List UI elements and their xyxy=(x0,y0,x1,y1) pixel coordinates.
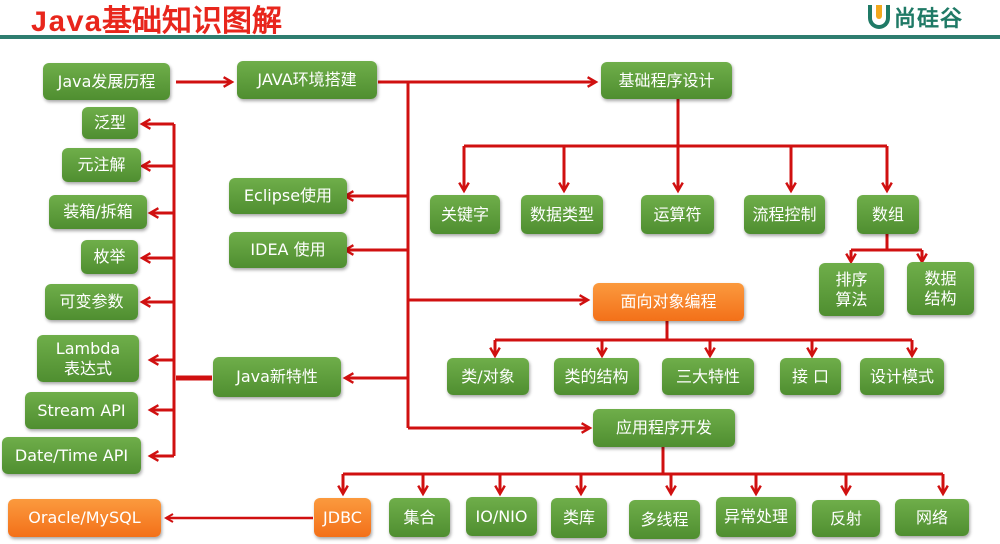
node-class-object[interactable]: 类/对象 xyxy=(447,358,529,395)
node-app-development[interactable]: 应用程序开发 xyxy=(593,409,735,447)
node-feature-enum[interactable]: 枚举 xyxy=(81,240,138,274)
node-feature-datetime-api[interactable]: Date/Time API xyxy=(2,437,141,474)
node-eclipse[interactable]: Eclipse使用 xyxy=(229,178,347,214)
node-design-patterns[interactable]: 设计模式 xyxy=(860,358,944,395)
node-jdbc[interactable]: JDBC xyxy=(314,498,371,537)
node-three-features[interactable]: 三大特性 xyxy=(662,358,754,395)
node-multithreading[interactable]: 多线程 xyxy=(629,500,700,539)
node-networking[interactable]: 网络 xyxy=(895,499,969,536)
node-oracle-mysql[interactable]: Oracle/MySQL xyxy=(8,499,161,537)
node-class-library[interactable]: 类库 xyxy=(551,498,607,538)
node-class-structure[interactable]: 类的结构 xyxy=(554,358,639,395)
node-io-nio[interactable]: IO/NIO xyxy=(466,497,537,536)
node-basic-programming[interactable]: 基础程序设计 xyxy=(601,62,732,99)
node-reflection[interactable]: 反射 xyxy=(812,500,880,537)
node-feature-boxing[interactable]: 装箱/拆箱 xyxy=(49,195,147,229)
node-keywords[interactable]: 关键字 xyxy=(430,195,500,234)
node-java-new-features[interactable]: Java新特性 xyxy=(213,357,341,397)
node-interface[interactable]: 接 口 xyxy=(780,358,841,395)
node-operators[interactable]: 运算符 xyxy=(641,195,714,234)
node-feature-stream-api[interactable]: Stream API xyxy=(25,392,138,429)
node-oop[interactable]: 面向对象编程 xyxy=(593,283,744,321)
node-java-env[interactable]: JAVA环境搭建 xyxy=(237,61,377,99)
logo-icon xyxy=(868,5,890,29)
logo-text: 尚硅谷 xyxy=(894,7,964,32)
node-sorting-algorithms[interactable]: 排序 算法 xyxy=(819,263,884,316)
node-feature-varargs[interactable]: 可变参数 xyxy=(45,284,138,320)
node-exception-handling[interactable]: 异常处理 xyxy=(716,497,796,537)
node-feature-meta-annotation[interactable]: 元注解 xyxy=(62,148,141,182)
node-feature-lambda[interactable]: Lambda 表达式 xyxy=(37,335,139,382)
node-flow-control[interactable]: 流程控制 xyxy=(744,195,825,234)
node-java-history[interactable]: Java发展历程 xyxy=(43,63,170,100)
node-data-structures[interactable]: 数据 结构 xyxy=(907,262,974,315)
brand-logo: 尚硅谷 xyxy=(868,2,963,32)
node-collections[interactable]: 集合 xyxy=(389,498,450,537)
node-feature-generics[interactable]: 泛型 xyxy=(82,107,138,139)
node-arrays[interactable]: 数组 xyxy=(857,195,919,234)
header-divider xyxy=(0,35,1000,39)
node-idea[interactable]: IDEA 使用 xyxy=(229,232,347,268)
node-data-types[interactable]: 数据类型 xyxy=(521,195,603,234)
